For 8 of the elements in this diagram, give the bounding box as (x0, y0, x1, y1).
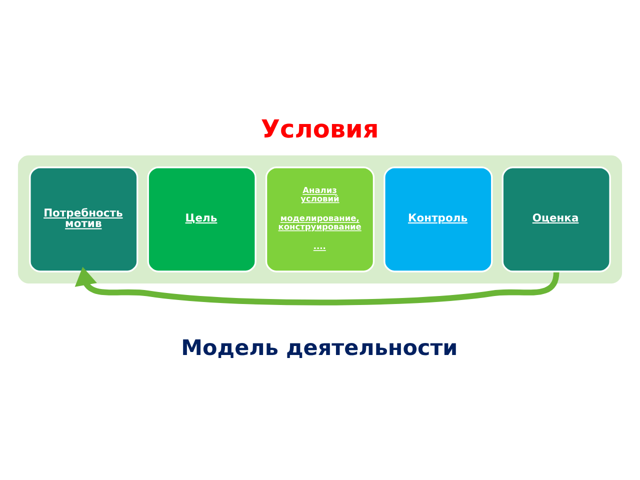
node-box: Анализ условий моделирование, конструирование .... (265, 166, 375, 272)
node-box: Контроль (384, 166, 493, 272)
diagram-title: Условия (260, 114, 379, 144)
node-box: Потребность мотив (29, 166, 138, 272)
cluster (18, 154, 622, 283)
caption: Модель деятельности (181, 335, 458, 360)
node-box: Оценка (502, 166, 611, 272)
node-box: Цель (147, 166, 256, 272)
